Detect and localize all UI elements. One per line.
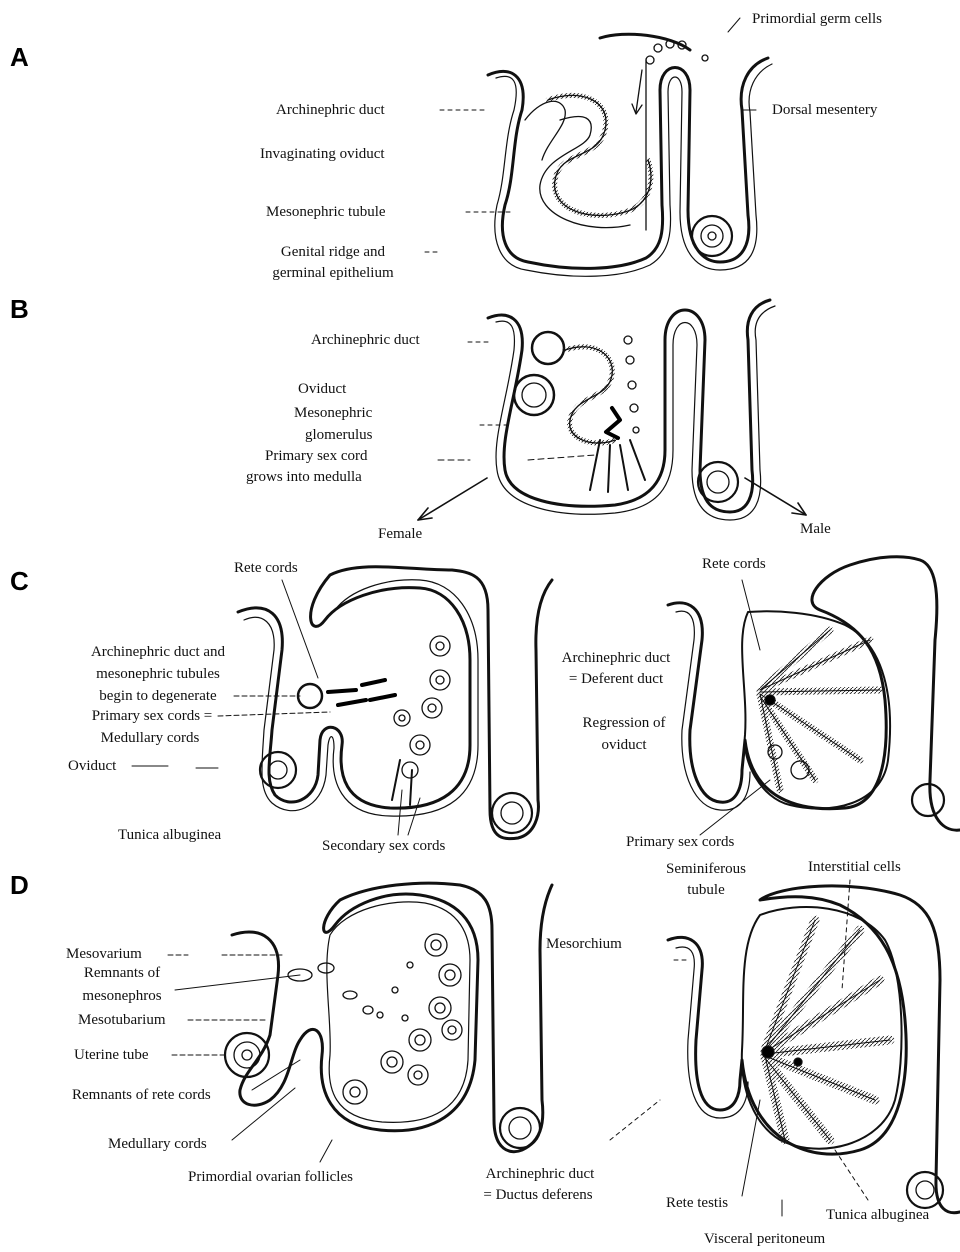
panel-a-drawing (425, 18, 772, 276)
label-primordial-follicles: Primordial ovarian follicles (188, 1168, 353, 1186)
label-archinephric-deferent-line2: = Deferent duct (536, 670, 696, 688)
label-b-oviduct: Oviduct (298, 380, 346, 398)
label-c-right-rete-cords: Rete cords (702, 555, 766, 573)
panel-label-c: C (10, 566, 29, 597)
label-c-oviduct: Oviduct (68, 757, 116, 775)
label-regression-oviduct-line2: oviduct (554, 736, 694, 754)
label-dorsal-mesentery: Dorsal mesentery (772, 101, 877, 119)
label-archinephric-ductus-line1: Archinephric duct (460, 1165, 620, 1183)
panel-d-right-drawing (610, 880, 960, 1216)
label-primary-sex-cords-line1: Primary sex cords = (62, 707, 242, 725)
label-invaginating-oviduct: Invaginating oviduct (260, 145, 385, 163)
label-b-archinephric-duct: Archinephric duct (311, 331, 420, 349)
label-rete-testis: Rete testis (666, 1194, 728, 1212)
label-mesonephric-tubule: Mesonephric tubule (266, 203, 386, 221)
label-archinephric-degenerate-line2: mesonephric tubules (68, 665, 248, 683)
label-mesovarium: Mesovarium (66, 945, 142, 963)
label-genital-ridge-line2: germinal epithelium (240, 264, 426, 282)
panel-d-left-drawing (168, 883, 552, 1162)
label-female: Female (378, 525, 422, 543)
label-mesotubarium: Mesotubarium (78, 1011, 166, 1029)
label-primordial-germ-cells: Primordial germ cells (752, 10, 882, 28)
panel-c-right-drawing (668, 557, 960, 835)
label-remnants-rete-cords: Remnants of rete cords (72, 1086, 211, 1104)
panel-label-b: B (10, 294, 29, 325)
label-male: Male (800, 520, 831, 538)
label-interstitial-cells: Interstitial cells (808, 858, 901, 876)
label-uterine-tube: Uterine tube (74, 1046, 149, 1064)
label-a-archinephric-duct: Archinephric duct (276, 101, 385, 119)
label-archinephric-degenerate-line1: Archinephric duct and (68, 643, 248, 661)
label-genital-ridge-line1: Genital ridge and (248, 243, 418, 261)
label-c-tunica-albuginea: Tunica albuginea (118, 826, 221, 844)
label-secondary-sex-cords: Secondary sex cords (322, 837, 445, 855)
label-visceral-peritoneum: Visceral peritoneum (704, 1230, 825, 1248)
label-remnants-mesonephros-line2: mesonephros (62, 987, 182, 1005)
label-medullary-cords: Medullary cords (108, 1135, 207, 1153)
label-primary-sex-cords-line2: Medullary cords (60, 729, 240, 747)
label-regression-oviduct-line1: Regression of (554, 714, 694, 732)
label-mesonephric-glomerulus-line2: glomerulus (305, 426, 373, 444)
label-remnants-mesonephros-line1: Remnants of (62, 964, 182, 982)
label-archinephric-degenerate-line3: begin to degenerate (68, 687, 248, 705)
panel-label-a: A (10, 42, 29, 73)
panel-label-d: D (10, 870, 29, 901)
panel-b-drawing (418, 300, 806, 520)
label-primary-sex-cord-line2: grows into medulla (246, 468, 362, 486)
label-d-tunica-albuginea: Tunica albuginea (826, 1206, 929, 1224)
label-archinephric-deferent-line1: Archinephric duct (536, 649, 696, 667)
label-c-right-primary-sex-cords: Primary sex cords (626, 833, 734, 851)
label-seminiferous-line1: Seminiferous (646, 860, 766, 878)
label-primary-sex-cord-line1: Primary sex cord (265, 447, 367, 465)
label-c-rete-cords: Rete cords (234, 559, 298, 577)
label-mesorchium: Mesorchium (546, 935, 622, 953)
label-mesonephric-glomerulus-line1: Mesonephric (294, 404, 372, 422)
label-seminiferous-line2: tubule (646, 881, 766, 899)
label-archinephric-ductus-line2: = Ductus deferens (458, 1186, 618, 1204)
